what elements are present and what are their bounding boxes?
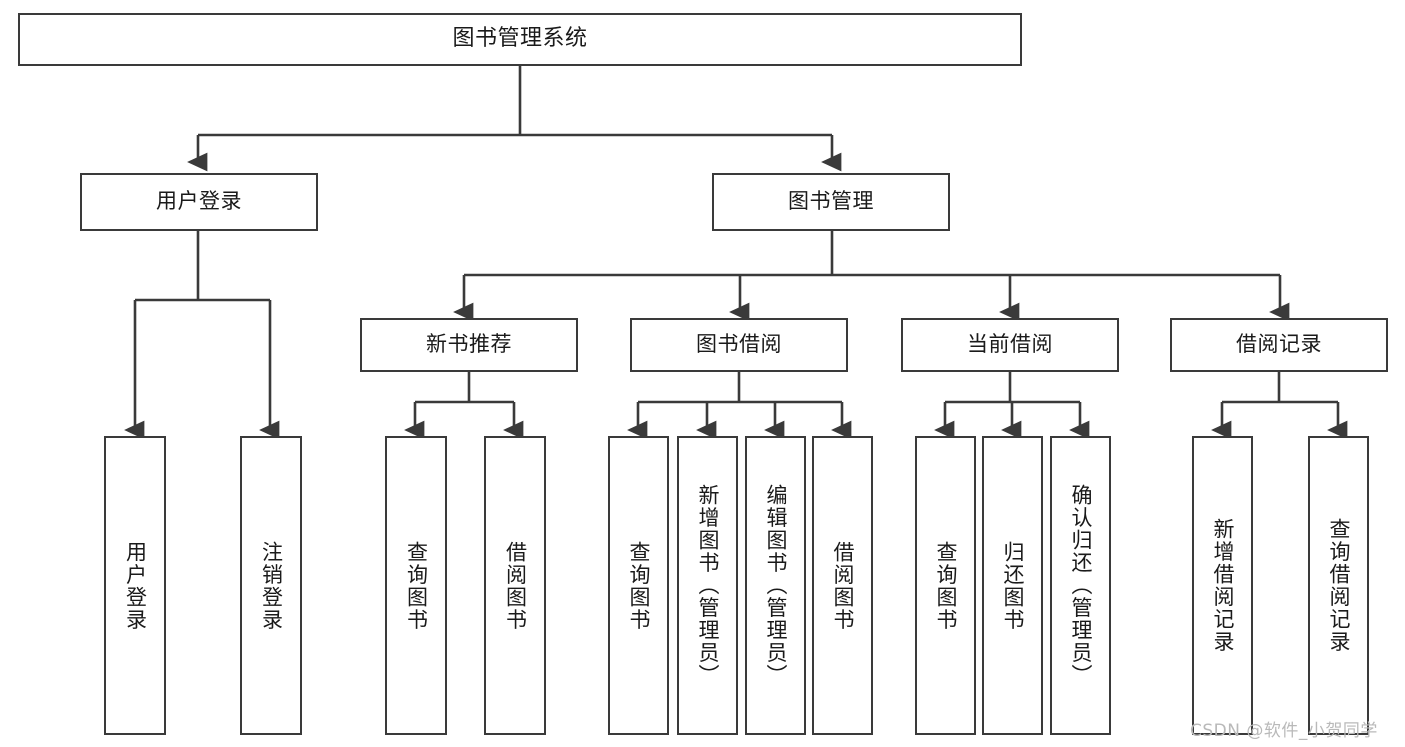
- node-label: 当前借阅: [967, 332, 1053, 357]
- node-label: 确认归还（管理员）: [1068, 484, 1093, 687]
- node-label: 查询图书: [933, 540, 958, 631]
- node-book-management[interactable]: 图书管理: [712, 173, 950, 231]
- node-label: 新增借阅记录: [1210, 518, 1235, 653]
- node-label: 归还图书: [1000, 540, 1025, 631]
- leaf-current-borrow-query[interactable]: 查询图书: [915, 436, 976, 735]
- node-book-borrow[interactable]: 图书借阅: [630, 318, 848, 372]
- node-label: 查询图书: [404, 540, 429, 631]
- csdn-watermark: CSDN @软件_小贺同学: [1190, 721, 1378, 741]
- leaf-book-borrow-borrow[interactable]: 借阅图书: [812, 436, 873, 735]
- node-current-borrow[interactable]: 当前借阅: [901, 318, 1119, 372]
- leaf-new-book-query[interactable]: 查询图书: [385, 436, 447, 735]
- leaf-book-borrow-query[interactable]: 查询图书: [608, 436, 669, 735]
- leaf-current-borrow-confirm-return[interactable]: 确认归还（管理员）: [1050, 436, 1111, 735]
- node-user-login[interactable]: 用户登录: [80, 173, 318, 231]
- leaf-user-login-signout[interactable]: 注销登录: [240, 436, 302, 735]
- node-label: 查询借阅记录: [1326, 518, 1351, 653]
- node-new-book-recommend[interactable]: 新书推荐: [360, 318, 578, 372]
- leaf-current-borrow-return[interactable]: 归还图书: [982, 436, 1043, 735]
- node-label: 用户登录: [156, 189, 242, 214]
- node-label: 用户登录: [123, 540, 148, 631]
- leaf-user-login-signin[interactable]: 用户登录: [104, 436, 166, 735]
- node-label: 图书管理: [788, 189, 874, 214]
- leaf-borrow-record-add[interactable]: 新增借阅记录: [1192, 436, 1253, 735]
- node-root-system[interactable]: 图书管理系统: [18, 13, 1022, 66]
- node-label: 图书管理系统: [452, 26, 588, 52]
- node-label: 借阅记录: [1236, 332, 1322, 357]
- node-label: 编辑图书（管理员）: [763, 484, 788, 687]
- node-label: 借阅图书: [503, 540, 528, 631]
- leaf-new-book-borrow[interactable]: 借阅图书: [484, 436, 546, 735]
- node-label: 借阅图书: [830, 540, 855, 631]
- leaf-book-borrow-edit[interactable]: 编辑图书（管理员）: [745, 436, 806, 735]
- node-label: 注销登录: [259, 540, 284, 631]
- node-label: 新增图书（管理员）: [695, 484, 720, 687]
- leaf-borrow-record-query[interactable]: 查询借阅记录: [1308, 436, 1369, 735]
- node-label: 查询图书: [626, 540, 651, 631]
- node-label: 新书推荐: [426, 332, 512, 357]
- leaf-book-borrow-add[interactable]: 新增图书（管理员）: [677, 436, 738, 735]
- node-borrow-record[interactable]: 借阅记录: [1170, 318, 1388, 372]
- node-label: 图书借阅: [696, 332, 782, 357]
